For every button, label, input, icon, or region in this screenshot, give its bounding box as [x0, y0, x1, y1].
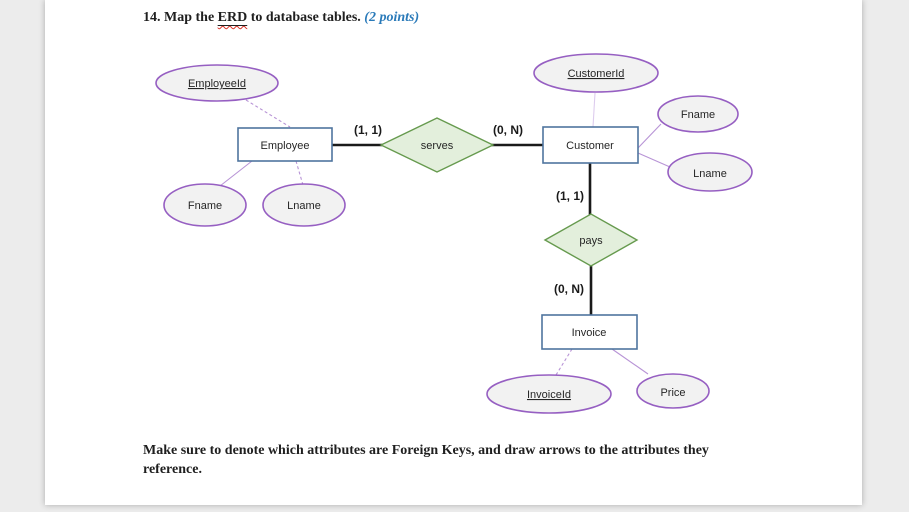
entity-customer-box — [542, 126, 639, 164]
entity-invoice-label: Invoice — [572, 327, 607, 339]
entity-employee-label: Employee — [261, 140, 310, 152]
attribute-employee-lname-oval — [262, 183, 346, 227]
attribute-employeeid-oval — [155, 64, 279, 102]
entity-employee-box — [237, 127, 333, 162]
cardinality-pays-invoice: (0, N) — [554, 282, 584, 296]
attribute-customerid-label: CustomerId — [568, 68, 625, 80]
attribute-price-label: Price — [660, 387, 685, 399]
cardinality-employee-serves: (1, 1) — [354, 123, 382, 137]
footer-line-1: Make sure to denote which attributes are… — [143, 443, 709, 458]
entity-invoice-box — [541, 314, 638, 350]
question-text-suffix: to database tables. — [247, 10, 365, 25]
attribute-customer-lname-oval — [667, 152, 753, 192]
attribute-employee-fname-label: Fname — [188, 200, 222, 212]
connector-invoice-invoiceid — [555, 348, 573, 376]
attribute-customer-fname-label: Fname — [681, 109, 715, 121]
connector-employee-fname — [219, 160, 253, 187]
attribute-employeeid-label: EmployeeId — [188, 78, 246, 90]
connector-customer-fname — [637, 123, 662, 149]
connector-employee-lname — [295, 160, 304, 186]
attribute-invoiceid-oval — [486, 374, 612, 414]
entity-customer-label: Customer — [566, 140, 614, 152]
points-label: (2 points) — [364, 10, 420, 25]
question-title: 14. Map the ERD to database tables. (2 p… — [143, 10, 419, 26]
attribute-customerid-oval — [533, 53, 659, 93]
attribute-price-oval — [636, 373, 710, 409]
attribute-customer-lname-label: Lname — [693, 168, 727, 180]
relationship-pays-label: pays — [579, 235, 603, 247]
attribute-employee-lname-label: Lname — [287, 200, 321, 212]
connector-customerid-customer — [592, 92, 596, 128]
relationship-serves-label: serves — [421, 140, 454, 152]
connector-employeeid-employee — [245, 99, 291, 128]
erd-word-misspelled: ERD — [217, 10, 248, 25]
cardinality-serves-customer: (0, N) — [493, 123, 523, 137]
relationship-pays-diamond — [543, 213, 639, 267]
question-text-prefix: 14. Map the — [143, 10, 218, 25]
footer-line-2: reference. — [143, 461, 202, 477]
cardinality-customer-pays: (1, 1) — [556, 189, 584, 203]
attribute-employee-fname-oval — [163, 183, 247, 227]
connector-customer-lname — [637, 152, 671, 168]
attribute-customer-fname-oval — [657, 95, 739, 133]
footer-instruction: Make sure to denote which attributes are… — [143, 442, 793, 479]
attribute-invoiceid-label: InvoiceId — [527, 389, 571, 401]
connector-invoice-price — [611, 348, 649, 375]
relationship-serves-diamond — [379, 117, 495, 173]
